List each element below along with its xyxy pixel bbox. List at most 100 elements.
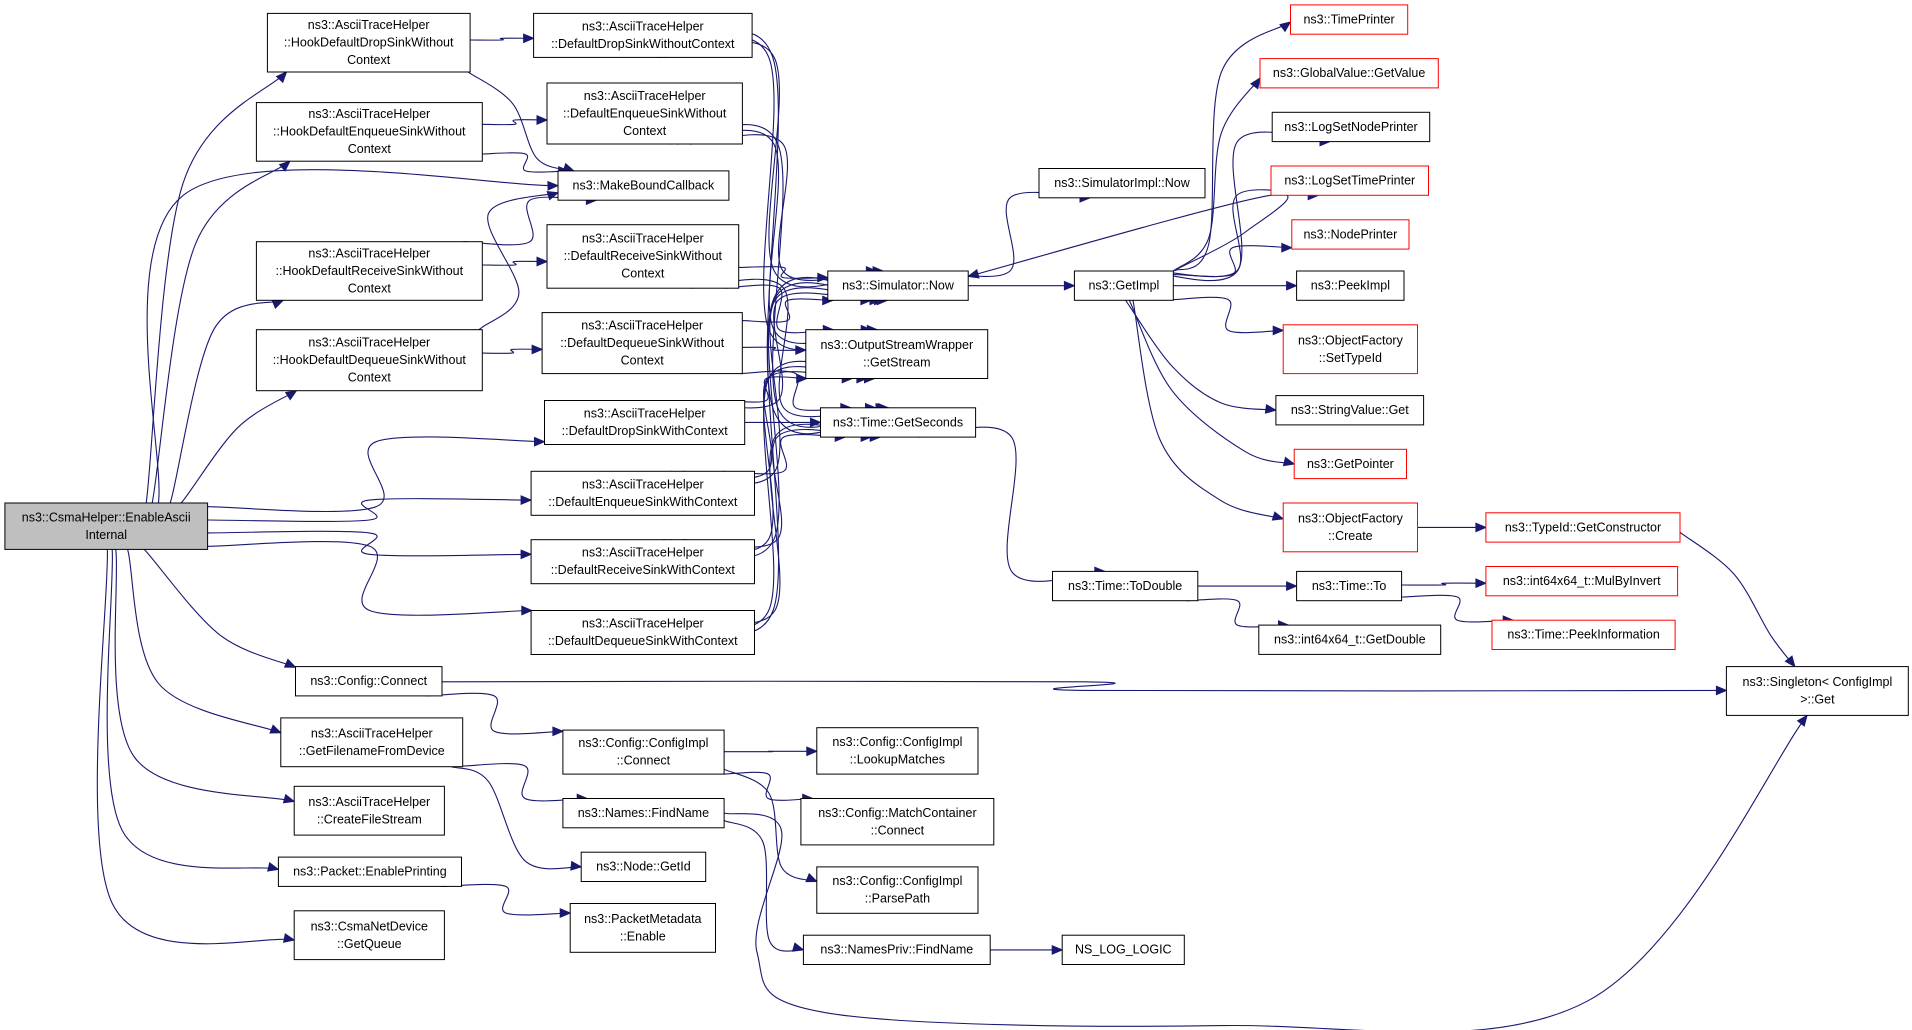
node-label: ns3::AsciiTraceHelper bbox=[582, 477, 704, 491]
call-edge-timeTo-to-mulByInvert bbox=[1401, 578, 1488, 589]
node-getQueue[interactable]: ns3::CsmaNetDevice::GetQueue bbox=[293, 910, 445, 961]
node-namesFind[interactable]: ns3::Names::FindName bbox=[562, 798, 725, 829]
node-label: ::HookDefaultReceiveSinkWithout bbox=[276, 264, 464, 278]
node-cfgConnect[interactable]: ns3::Config::Connect bbox=[295, 666, 443, 697]
node-label: ns3::TypeId::GetConstructor bbox=[1505, 520, 1661, 534]
node-logSetTime[interactable]: ns3::LogSetTimePrinter bbox=[1270, 165, 1429, 196]
call-edge-ofCreate-to-typeIdGetCtor bbox=[1417, 522, 1488, 533]
node-hookEnqNC[interactable]: ns3::AsciiTraceHelper::HookDefaultEnqueu… bbox=[255, 102, 483, 162]
node-label: ns3::Config::ConfigImpl bbox=[832, 735, 962, 749]
node-nodeGetId[interactable]: ns3::Node::GetId bbox=[580, 851, 707, 883]
call-edge-hookEnqNC-to-defEnqNC bbox=[482, 115, 549, 126]
node-strGet[interactable]: ns3::StringValue::Get bbox=[1275, 395, 1425, 426]
node-label: ns3::AsciiTraceHelper bbox=[582, 20, 704, 34]
node-getImpl[interactable]: ns3::GetImpl bbox=[1073, 270, 1174, 301]
node-gvGetValue[interactable]: ns3::GlobalValue::GetValue bbox=[1259, 58, 1439, 89]
node-label: ns3::AsciiTraceHelper bbox=[308, 336, 430, 350]
node-label: ns3::AsciiTraceHelper bbox=[308, 246, 430, 260]
node-defDeqC[interactable]: ns3::AsciiTraceHelper::DefaultDequeueSin… bbox=[530, 610, 755, 655]
node-label: ns3::PeekImpl bbox=[1311, 279, 1390, 293]
call-edge-root-to-getQueue bbox=[96, 524, 296, 945]
node-defEnqC[interactable]: ns3::AsciiTraceHelper::DefaultEnqueueSin… bbox=[530, 470, 755, 516]
node-cfgImplConnect[interactable]: ns3::Config::ConfigImpl::Connect bbox=[562, 729, 725, 775]
node-enablePrinting[interactable]: ns3::Packet::EnablePrinting bbox=[277, 856, 462, 887]
node-getPointer[interactable]: ns3::GetPointer bbox=[1293, 448, 1407, 480]
node-mulByInvert[interactable]: ns3::int64x64_t::MulByInvert bbox=[1485, 566, 1679, 597]
call-edge-toDouble-to-timeTo bbox=[1197, 581, 1298, 592]
node-label: ns3::Time::PeekInformation bbox=[1507, 628, 1659, 642]
node-label: ns3::AsciiTraceHelper bbox=[311, 726, 433, 740]
node-defDropNC[interactable]: ns3::AsciiTraceHelper::DefaultDropSinkWi… bbox=[533, 12, 753, 58]
node-matchConnect[interactable]: ns3::Config::MatchContainer::Connect bbox=[800, 798, 995, 846]
node-label: ::Connect bbox=[871, 823, 925, 837]
node-label: ns3::Config::ConfigImpl bbox=[832, 874, 962, 888]
node-label: ::Enable bbox=[620, 930, 666, 944]
call-edge-namesFind-to-namesPrivFind bbox=[720, 818, 805, 952]
node-peekImpl[interactable]: ns3::PeekImpl bbox=[1296, 270, 1405, 301]
node-i64GetDouble[interactable]: ns3::int64x64_t::GetDouble bbox=[1258, 624, 1442, 655]
node-namesPrivFind[interactable]: ns3::NamesPriv::FindName bbox=[802, 934, 991, 966]
node-label: ::Connect bbox=[617, 754, 671, 768]
node-typeIdGetCtor[interactable]: ns3::TypeId::GetConstructor bbox=[1485, 512, 1681, 543]
call-edge-getImpl-to-peekImpl bbox=[1173, 280, 1298, 291]
node-lookupMatches[interactable]: ns3::Config::ConfigImpl::LookupMatches bbox=[816, 727, 979, 775]
node-label: >::Get bbox=[1800, 693, 1835, 707]
node-label: ::HookDefaultEnqueueSinkWithout bbox=[273, 125, 466, 139]
node-defDeqNC[interactable]: ns3::AsciiTraceHelper::DefaultDequeueSin… bbox=[541, 312, 743, 375]
node-getFilename[interactable]: ns3::AsciiTraceHelper::GetFilenameFromDe… bbox=[280, 717, 464, 768]
call-edge-cfgImplConnect-to-matchConnect bbox=[723, 771, 814, 804]
node-hookRecvNC[interactable]: ns3::AsciiTraceHelper::HookDefaultReceiv… bbox=[255, 241, 483, 301]
call-edge-getImpl-to-logSetNode bbox=[1144, 131, 1332, 282]
node-label: ns3::CsmaHelper::EnableAscii bbox=[22, 510, 191, 524]
call-edge-typeIdGetCtor-to-singletonGet bbox=[1675, 528, 1796, 668]
node-label: ns3::SimulatorImpl::Now bbox=[1054, 176, 1190, 190]
node-ofCreate[interactable]: ns3::ObjectFactory::Create bbox=[1282, 502, 1418, 553]
node-label: ns3::StringValue::Get bbox=[1291, 403, 1409, 417]
node-timeTo[interactable]: ns3::Time::To bbox=[1296, 570, 1403, 602]
node-label: ns3::OutputStreamWrapper bbox=[820, 338, 973, 352]
node-nodePrinter[interactable]: ns3::NodePrinter bbox=[1291, 219, 1410, 250]
node-timePrinter[interactable]: ns3::TimePrinter bbox=[1290, 4, 1409, 35]
node-label: ns3::GlobalValue::GetValue bbox=[1273, 66, 1425, 80]
node-nsLogLogic[interactable]: NS_LOG_LOGIC bbox=[1061, 934, 1185, 966]
node-label: ns3::Config::Connect bbox=[310, 674, 427, 688]
node-label: ::HookDefaultDequeueSinkWithout bbox=[273, 353, 467, 367]
call-edge-root-to-cfgConnect bbox=[139, 544, 297, 668]
node-label: ::DefaultEnqueueSinkWithContext bbox=[548, 495, 738, 509]
node-ofSetTypeId[interactable]: ns3::ObjectFactory::SetTypeId bbox=[1282, 324, 1418, 375]
call-edge-hookDeqNC-to-defDeqNC bbox=[482, 344, 544, 355]
node-toDouble[interactable]: ns3::Time::ToDouble bbox=[1052, 570, 1199, 602]
node-osw[interactable]: ns3::OutputStreamWrapper::GetStream bbox=[805, 329, 989, 380]
node-label: Context bbox=[348, 142, 392, 156]
node-defDropC[interactable]: ns3::AsciiTraceHelper::DefaultDropSinkWi… bbox=[544, 400, 746, 445]
node-label: ::ParsePath bbox=[865, 892, 930, 906]
node-label: ::DefaultReceiveSinkWithContext bbox=[551, 563, 736, 577]
node-pmEnable[interactable]: ns3::PacketMetadata::Enable bbox=[569, 903, 717, 953]
node-getSeconds[interactable]: ns3::Time::GetSeconds bbox=[820, 407, 977, 438]
node-simImplNow[interactable]: ns3::SimulatorImpl::Now bbox=[1038, 168, 1206, 199]
node-singletonGet[interactable]: ns3::Singleton< ConfigImpl >::Get bbox=[1725, 666, 1909, 716]
call-edge-defDropC-to-osw bbox=[725, 373, 808, 403]
node-label: ::HookDefaultDropSinkWithout bbox=[284, 36, 454, 50]
node-label: ns3::AsciiTraceHelper bbox=[308, 107, 430, 121]
node-defEnqNC[interactable]: ns3::AsciiTraceHelper::DefaultEnqueueSin… bbox=[546, 82, 743, 145]
node-parsePath[interactable]: ns3::Config::ConfigImpl::ParsePath bbox=[816, 866, 979, 914]
node-label: Context bbox=[621, 353, 665, 367]
node-label: ::DefaultDropSinkWithoutContext bbox=[551, 37, 735, 51]
node-label: ::CreateFileStream bbox=[317, 812, 422, 826]
call-edge-getImpl-to-ofCreate bbox=[1130, 289, 1285, 521]
node-peekInfo[interactable]: ns3::Time::PeekInformation bbox=[1491, 619, 1676, 651]
node-logSetNode[interactable]: ns3::LogSetNodePrinter bbox=[1271, 111, 1431, 143]
node-hookDeqNC[interactable]: ns3::AsciiTraceHelper::HookDefaultDequeu… bbox=[255, 329, 483, 392]
node-label: ns3::AsciiTraceHelper bbox=[582, 232, 704, 246]
node-label: ns3::ObjectFactory bbox=[1298, 333, 1404, 347]
node-hookDropNC[interactable]: ns3::AsciiTraceHelper::HookDefaultDropSi… bbox=[266, 12, 471, 73]
node-defRecvNC[interactable]: ns3::AsciiTraceHelper::DefaultReceiveSin… bbox=[546, 224, 740, 289]
node-createFile[interactable]: ns3::AsciiTraceHelper::CreateFileStream bbox=[293, 785, 445, 836]
call-edge-defDeqC-to-getSeconds bbox=[669, 423, 882, 624]
call-edge-root-to-getFilename bbox=[124, 540, 282, 734]
node-defRecvC[interactable]: ns3::AsciiTraceHelper::DefaultReceiveSin… bbox=[530, 539, 755, 585]
call-edge-getImpl-to-ofSetTypeId bbox=[1173, 296, 1285, 336]
node-simNow[interactable]: ns3::Simulator::Now bbox=[827, 270, 969, 301]
node-makeBound[interactable]: ns3::MakeBoundCallback bbox=[557, 170, 730, 201]
